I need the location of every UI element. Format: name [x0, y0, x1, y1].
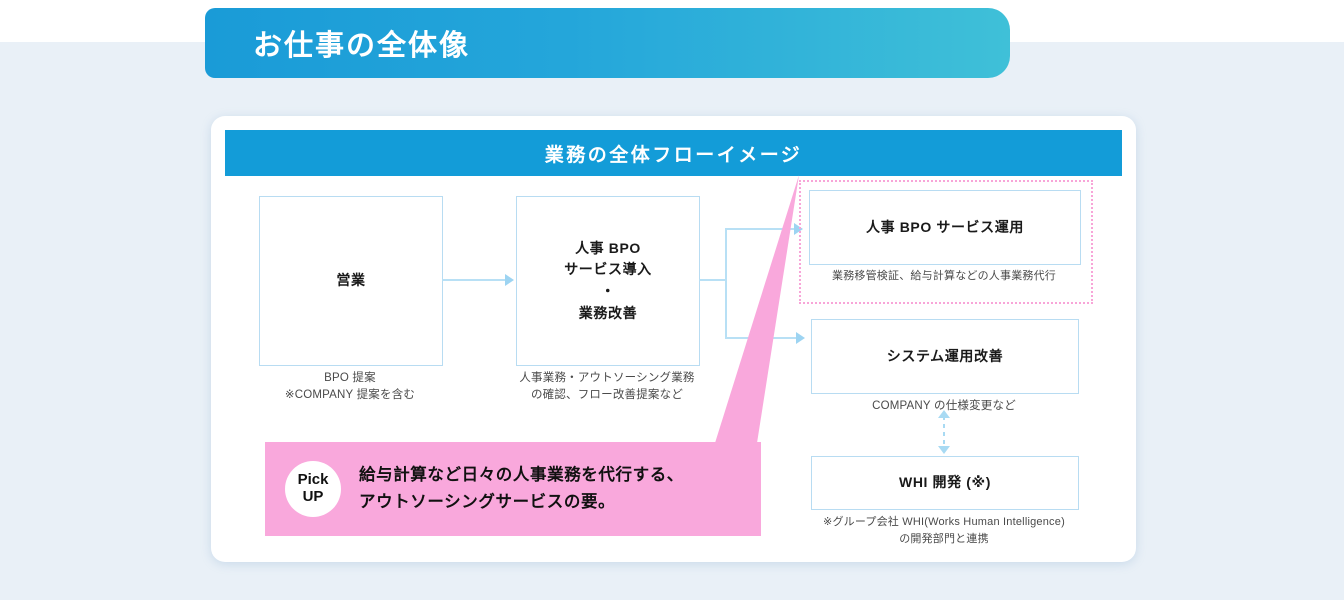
caption-line: 人事業務・アウトソーシング業務	[519, 372, 695, 384]
flow-box-whi-development: WHI 開発 (※)	[811, 456, 1079, 510]
caption-line: ※COMPANY 提案を含む	[284, 389, 416, 402]
arrow-head-icon	[505, 274, 514, 286]
label-line: サービス導入	[564, 261, 652, 278]
arrow-head-icon	[796, 332, 805, 344]
flow-box-system-operation: システム運用改善	[811, 319, 1079, 394]
pickup-badge-line2: UP	[302, 488, 324, 505]
flow-box-sales-label: 営業	[336, 272, 366, 289]
flow-box-sales: 営業	[259, 196, 443, 366]
arrow-introduction-to-bpo-operation	[725, 228, 797, 230]
callout-line: 給与計算など日々の人事業務を代行する、	[359, 465, 684, 484]
flow-box-system-operation-caption: COMPANY の仕様変更など	[872, 400, 1016, 412]
flow-box-bpo-operation-caption: 業務移管検証、給与計算などの人事業務代行	[832, 270, 1056, 282]
caption-line: の確認、フロー改善提案など	[530, 389, 684, 402]
caption-line: の開発部門と連携	[899, 532, 989, 545]
flow-box-system-operation-label: システム運用改善	[886, 347, 1004, 364]
label-line: ・	[600, 283, 616, 299]
pickup-badge-line1: Pick	[297, 471, 329, 489]
caption-line: ※グループ会社 WHI(Works Human Intelligence)	[823, 516, 1065, 528]
pickup-callout-text: 給与計算など日々の人事業務を代行する、 アウトソーシングサービスの要。	[359, 462, 684, 516]
dashed-connector-system-to-whi	[943, 416, 945, 452]
flow-box-sales-caption: BPO 提案 ※COMPANY 提案を含む	[229, 370, 471, 405]
label-line: 人事 BPO	[575, 239, 641, 256]
arrow-introduction-stem	[699, 279, 727, 281]
flow-box-introduction-caption: 人事業務・アウトソーシング業務 の確認、フロー改善提案など	[486, 370, 728, 405]
flow-box-whi-development-label: WHI 開発 (※)	[899, 474, 991, 491]
card-header: 業務の全体フローイメージ	[225, 130, 1122, 176]
arrow-head-up-icon	[938, 410, 950, 418]
highlight-dotted-border	[799, 180, 1093, 304]
caption-line: BPO 提案	[324, 372, 376, 384]
pickup-badge: Pick UP	[285, 461, 341, 517]
arrow-introduction-branch	[725, 229, 727, 339]
card-header-title: 業務の全体フローイメージ	[544, 144, 803, 166]
page-banner: お仕事の全体像	[205, 8, 1010, 78]
flow-diagram-card: 業務の全体フローイメージ 営業 BPO 提案 ※COMPANY 提案を含む 人事…	[211, 116, 1136, 562]
arrow-sales-to-introduction	[442, 279, 506, 281]
flow-box-whi-development-caption: ※グループ会社 WHI(Works Human Intelligence) の開…	[779, 514, 1109, 547]
label-line: 業務改善	[578, 304, 638, 321]
flow-box-introduction: 人事 BPO サービス導入 ・ 業務改善	[516, 196, 700, 366]
arrow-introduction-to-system-operation	[725, 337, 799, 339]
page-title: お仕事の全体像	[253, 30, 471, 62]
callout-line: アウトソーシングサービスの要。	[359, 493, 616, 511]
flow-box-bpo-operation-label: 人事 BPO サービス運用	[866, 218, 1024, 235]
arrow-head-down-icon	[938, 446, 950, 454]
pickup-callout: Pick UP 給与計算など日々の人事業務を代行する、 アウトソーシングサービス…	[265, 442, 761, 536]
flow-box-bpo-operation: 人事 BPO サービス運用	[809, 190, 1081, 265]
flow-box-introduction-label: 人事 BPO サービス導入 ・ 業務改善	[564, 238, 652, 325]
